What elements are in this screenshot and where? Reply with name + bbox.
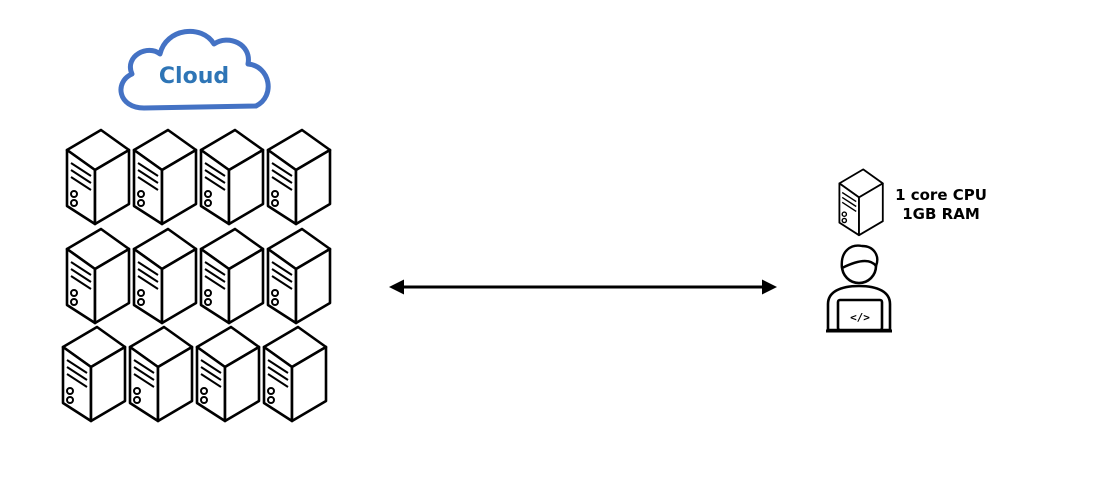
cloud-server-grid (61, 128, 332, 423)
server-icon (61, 325, 127, 423)
cpu-spec-label: 1 core CPU (895, 186, 987, 204)
local-server-icon (838, 168, 884, 237)
server-icon (195, 325, 261, 423)
cloud-label: Cloud (159, 64, 229, 89)
server-icon (199, 128, 265, 226)
cloud-outline (118, 28, 271, 111)
server-icon (266, 128, 332, 226)
cloud-icon (118, 28, 271, 111)
server-icon (132, 227, 198, 325)
server-icon (132, 128, 198, 226)
developer-laptop-icon: </> (826, 244, 892, 333)
server-icon (65, 227, 131, 325)
ram-spec-label: 1GB RAM (902, 205, 980, 223)
server-icon (128, 325, 194, 423)
code-glyph: </> (850, 311, 870, 324)
server-icon (65, 128, 131, 226)
server-icon (266, 227, 332, 325)
server-icon (262, 325, 328, 423)
server-icon (199, 227, 265, 325)
